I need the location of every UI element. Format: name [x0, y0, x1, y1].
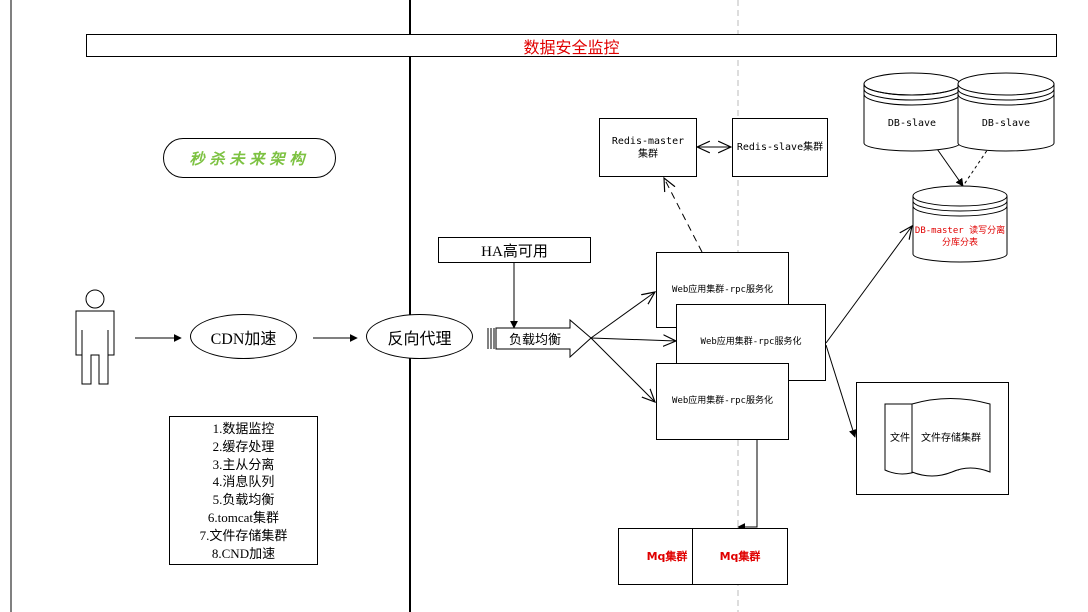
db-slave-2-cylinder	[957, 72, 1055, 152]
security-banner: 数据安全监控	[86, 34, 1057, 57]
mq-node-2: Mq集群	[692, 528, 788, 585]
arrow-lb-web2	[590, 338, 676, 341]
list-item: 5.负载均衡	[212, 492, 275, 508]
reverse-proxy-label: 反向代理	[387, 330, 452, 348]
feature-list-box: 1.数据监控 2.缓存处理 3.主从分离 4.消息队列 5.负载均衡 6.tom…	[169, 416, 318, 565]
db-master-cylinder	[912, 185, 1008, 263]
list-item: 4.消息队列	[212, 474, 275, 490]
mq-label-1: Mq集群	[646, 550, 688, 563]
redis-slave-label: Redis-slave集群	[736, 142, 824, 153]
ha-node: HA高可用	[438, 237, 591, 263]
title-pill-label: 秒杀未来架构	[189, 149, 310, 168]
db-master-label: DB-master 读写分离 分库分表	[914, 226, 1006, 248]
db-slave-2-label: DB-slave	[981, 117, 1031, 129]
redis-slave-node: Redis-slave集群	[732, 118, 828, 177]
file-doc-shapes	[884, 398, 991, 477]
file-doc-back-label: 文件	[890, 432, 910, 444]
list-item: 1.数据监控	[212, 421, 275, 436]
list-item: 7.文件存储集群	[199, 527, 288, 543]
file-doc-front-node: 文件存储集群	[913, 425, 989, 451]
mq-label-2: Mq集群	[719, 550, 761, 563]
db-slave-2-node: DB-slave	[958, 110, 1054, 136]
list-item: 8.CND加速	[211, 545, 276, 561]
arrow-web-redis	[664, 178, 703, 253]
arrow-lb-web1	[590, 292, 655, 339]
arrow-lb-web3	[590, 337, 655, 402]
banner-title: 数据安全监控	[523, 39, 620, 57]
list-item: 3.主从分离	[212, 456, 275, 472]
arrow-dbslave1-master	[934, 145, 964, 187]
arrow-dbslave2-master	[962, 145, 991, 187]
arrow-web-mq	[737, 439, 758, 531]
redis-master-label: Redis-master 集群	[611, 135, 685, 160]
cdn-node: CDN加速	[190, 314, 297, 359]
file-storage-container	[856, 382, 1009, 495]
load-balancer-arrow-shape	[487, 318, 592, 359]
db-slave-1-cylinder	[863, 72, 961, 152]
cdn-label: CDN加速	[210, 330, 277, 348]
file-doc-back-node: 文件	[885, 425, 915, 451]
load-balancer-node: 负载均衡	[500, 328, 570, 349]
db-master-node: DB-master 读写分离 分库分表	[913, 222, 1007, 252]
reverse-proxy-node: 反向代理	[366, 314, 473, 359]
arrow-web-file	[825, 344, 857, 438]
web-app-label-3: Web应用集群-rpc服务化	[672, 396, 773, 406]
web-app-node-3: Web应用集群-rpc服务化	[656, 363, 789, 440]
arrow-web-dbmaster	[825, 226, 912, 344]
title-pill: 秒杀未来架构	[163, 138, 336, 178]
web-app-label-2: Web应用集群-rpc服务化	[700, 337, 802, 347]
user-icon	[75, 289, 115, 385]
db-slave-1-label: DB-slave	[887, 117, 937, 129]
db-slave-1-node: DB-slave	[864, 110, 960, 136]
list-item: 6.tomcat集群	[207, 509, 280, 525]
list-item: 2.缓存处理	[212, 438, 275, 454]
file-doc-front-label: 文件存储集群	[921, 432, 981, 444]
web-app-label-1: Web应用集群-rpc服务化	[672, 284, 773, 295]
load-balancer-label: 负载均衡	[508, 333, 561, 348]
ha-label: HA高可用	[481, 243, 548, 260]
redis-master-node: Redis-master 集群	[599, 118, 697, 177]
